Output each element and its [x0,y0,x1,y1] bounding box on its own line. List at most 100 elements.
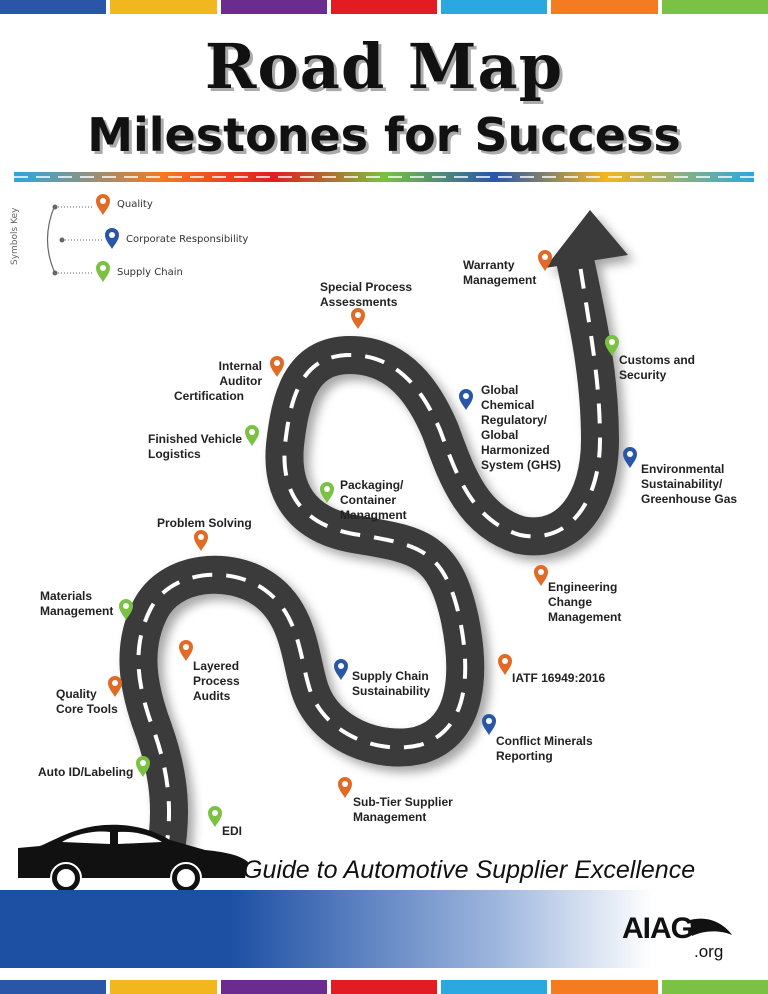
milestone-label-line: Management [40,604,114,618]
bar-segment [441,0,548,14]
top-color-bar [0,0,768,14]
page-title: Road Map [204,30,564,103]
bar-segment [220,0,327,14]
milestone-label-line: Management [353,810,427,824]
map-pin-icon [119,599,133,620]
map-pin-icon [270,356,284,377]
map-pin-icon [623,447,637,468]
car-silhouette [18,824,248,894]
map-pin-icon [498,654,512,675]
map-pin-icon [179,640,193,661]
milestone-label-line: Global [481,383,519,397]
milestone-label-line: Management [548,610,622,624]
tagline: Guide to Automotive Supplier Excellence [243,856,696,884]
milestone-label-line: Warranty [463,258,515,272]
map-pin-icon [208,806,222,827]
map-pin-icon [245,425,259,446]
road-arrow-head [545,210,628,268]
map-pin-icon [482,714,496,735]
map-pin-icon [320,482,334,503]
map-pin-icon [108,676,122,697]
map-pin-icon [605,335,619,356]
milestone-label-line: Regulatory/ [481,413,548,427]
milestone-label-line: Conflict Minerals [496,734,593,748]
bar-segment [441,980,548,994]
milestone-problem-solving: Problem Solving [157,516,252,531]
milestone-label-line: EDI [222,824,243,838]
map-pin-icon [334,659,348,680]
milestone-label-line: Management [463,273,537,287]
milestone-label-line: Customs and [619,353,696,367]
milestone-label-line: Environmental [641,462,725,476]
bar-segment [110,980,217,994]
bar-segment [661,980,768,994]
milestone-label-line: Container [340,493,397,507]
milestone-edi: EDI [222,824,242,839]
map-pin-icon [534,565,548,586]
key-label-quality: Quality [117,199,153,210]
milestone-label-line: Chemical [481,398,535,412]
milestone-label-line: Auto ID/Labeling [38,765,134,779]
milestone-label-line: Supply Chain [352,669,429,683]
milestone-label-line: Finished Vehicle [148,432,243,446]
map-pin-icon [351,308,365,329]
milestone-label-line: Internal Auditor [218,359,262,388]
bar-segment [220,980,327,994]
bar-segment [551,980,658,994]
milestone-label-line: Problem Solving [157,516,252,530]
page-subtitle: Milestones for Success [87,108,681,162]
milestone-label-line: Sub-Tier Supplier [353,795,453,809]
map-pin-icon [459,389,473,410]
bar-segment [0,0,107,14]
milestone-label-line: Layered [193,659,240,673]
map-pin-icon [136,756,150,777]
milestone-label-line: Audits [193,689,231,703]
map-pin-icon [194,530,208,551]
aiag-logo: AIAG [622,912,694,945]
milestone-label-line: Core Tools [56,702,118,716]
milestone-label-line: Logistics [148,447,201,461]
bottom-color-bar [0,980,768,994]
bar-segment [661,0,768,14]
key-label-corporate: Corporate Responsibility [126,234,249,245]
key-pin-icon [96,194,110,215]
milestone-label-line: Assessments [320,295,398,309]
milestone-auto-id: Auto ID/Labeling [38,765,133,780]
milestone-iatf: IATF 16949:2016 [512,671,605,686]
milestone-label-line: Sustainability [352,684,431,698]
milestone-label-line: Quality [56,687,97,701]
bar-segment [330,0,438,14]
key-label-supply: Supply Chain [117,267,183,278]
milestone-label-line: Materials [40,589,93,603]
milestone-label-line: Engineering [548,580,618,594]
milestone-label-line: Reporting [496,749,553,763]
road-center-dashes [136,264,603,856]
milestone-label-line: Security [619,368,667,382]
decorative-road-stripe [14,172,754,182]
bar-segment [551,0,658,14]
milestone-label-line: Sustainability/ [641,477,723,491]
milestone-label-line: System (GHS) [481,458,562,472]
milestone-label-line: Certification [174,389,245,403]
milestone-label-line: Harmonized [481,443,550,457]
milestone-label-line: Global [481,428,519,442]
road-surface [119,256,620,859]
footer-band [0,890,768,968]
map-pin-icon [538,250,552,271]
aiag-logo-suffix: .org [694,942,724,961]
key-pin-icon [96,261,110,282]
